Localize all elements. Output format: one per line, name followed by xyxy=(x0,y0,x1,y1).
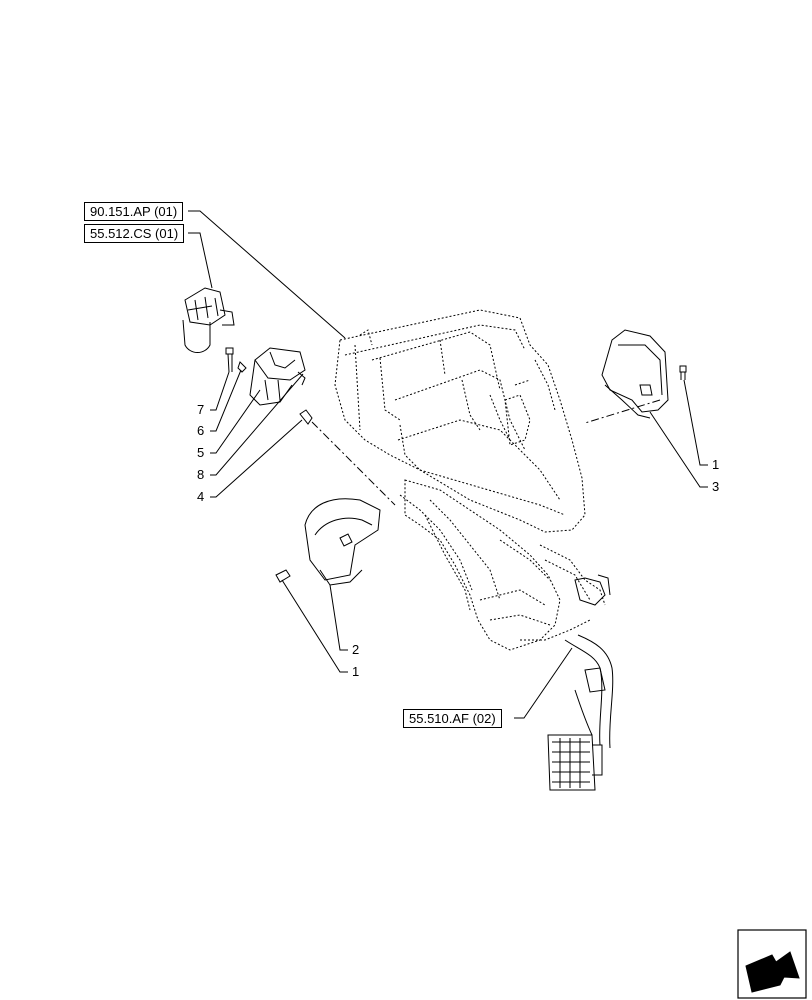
callout-8: 8 xyxy=(197,467,205,482)
callout-2: 2 xyxy=(352,642,360,657)
reference-link-55-512-cs[interactable]: 55.512.CS (01) xyxy=(84,224,185,243)
leader-lines xyxy=(188,210,708,719)
pin-4 xyxy=(299,409,313,425)
screw-1-left xyxy=(275,569,291,583)
callout-1-left: 1 xyxy=(352,664,360,679)
reference-link-90-151-ap[interactable]: 90.151.AP (01) xyxy=(84,202,184,221)
bracket xyxy=(249,347,306,406)
callout-3: 3 xyxy=(712,479,720,494)
callout-1-right: 1 xyxy=(712,457,720,472)
callout-5: 5 xyxy=(197,445,205,460)
callout-7: 7 xyxy=(197,402,205,417)
callout-4: 4 xyxy=(197,489,205,504)
reference-link-55-510-af[interactable]: 55.510.AF (02) xyxy=(403,709,502,728)
assembly-lines xyxy=(311,399,661,506)
relay-block xyxy=(182,287,235,353)
console-assembly xyxy=(334,309,606,651)
screw-1-right xyxy=(679,365,687,380)
right-cover xyxy=(601,329,669,419)
bolt-7 xyxy=(225,347,234,373)
next-page-arrow-icon[interactable] xyxy=(737,929,807,999)
wiring-harness xyxy=(547,574,614,791)
left-cover xyxy=(304,498,381,586)
washer-6 xyxy=(237,361,247,373)
callout-6: 6 xyxy=(197,423,205,438)
